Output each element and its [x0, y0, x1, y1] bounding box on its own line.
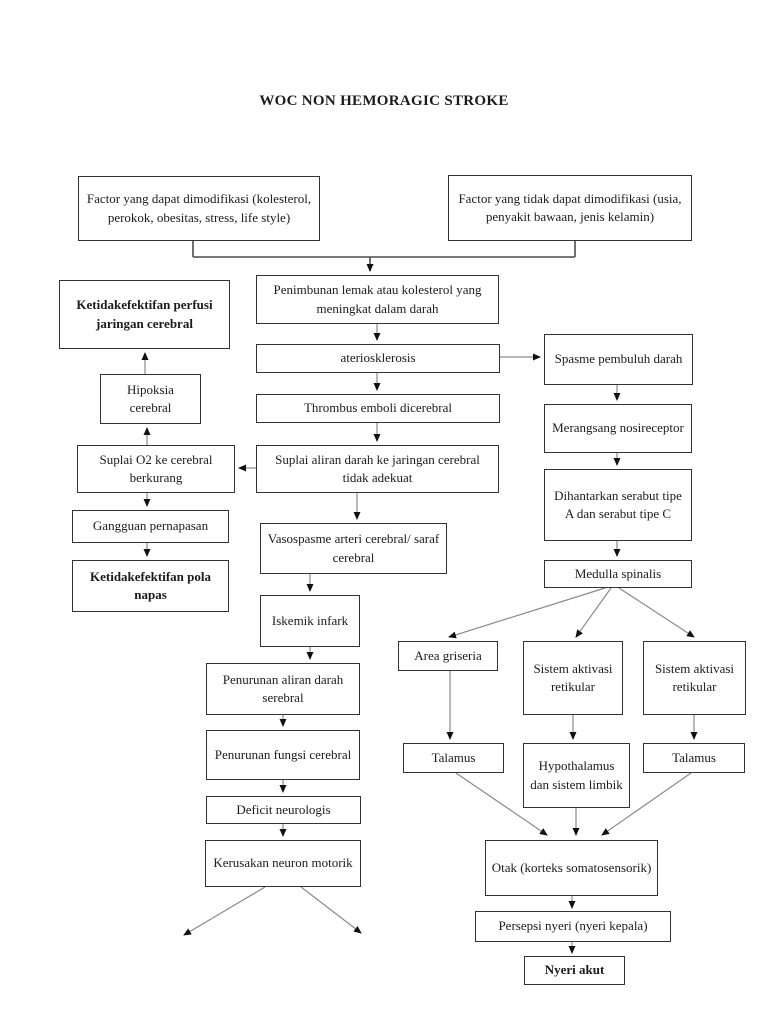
node-persepsi: Persepsi nyeri (nyeri kepala) — [475, 911, 671, 942]
node-suplai-darah: Suplai aliran darah ke jaringan cerebral… — [256, 445, 499, 493]
node-factor-modifiable: Factor yang dapat dimodifikasi (kolester… — [78, 176, 320, 241]
connectors — [141, 241, 698, 954]
node-penimbunan: Penimbunan lemak atau kolesterol yang me… — [256, 275, 499, 324]
node-talamus-1: Talamus — [403, 743, 504, 773]
node-gangguan: Gangguan pernapasan — [72, 510, 229, 543]
edge-talamus1-otak — [455, 772, 548, 836]
node-ateriosklerosis: ateriosklerosis — [256, 344, 500, 373]
node-hipoksia: Hipoksia cerebral — [100, 374, 201, 424]
node-kerusakan: Kerusakan neuron motorik — [205, 840, 361, 887]
node-perfusi: Ketidakefektifan perfusi jaringan cerebr… — [59, 280, 230, 349]
node-otak: Otak (korteks somatosensorik) — [485, 840, 658, 896]
node-medulla: Medulla spinalis — [544, 560, 692, 588]
node-thrombus: Thrombus emboli dicerebral — [256, 394, 500, 423]
node-suplai-o2: Suplai O2 ke cerebral berkurang — [77, 445, 235, 493]
node-area-griseria: Area griseria — [398, 641, 498, 671]
edge-kerusakan-offpage-right — [300, 886, 362, 934]
node-deficit: Deficit neurologis — [206, 796, 361, 824]
edge-medulla-area-griseria — [448, 587, 606, 639]
node-factor-nonmodifiable: Factor yang tidak dapat dimodifikasi (us… — [448, 175, 692, 241]
node-talamus-2: Talamus — [643, 743, 745, 773]
edge-talamus2-otak — [601, 772, 692, 836]
edge-kerusakan-offpage-left — [183, 886, 266, 936]
node-pola-napas: Ketidakefektifan pola napas — [72, 560, 229, 612]
node-merangsang: Merangsang nosireceptor — [544, 404, 692, 453]
node-spasme: Spasme pembuluh darah — [544, 334, 693, 385]
node-iskemik: Iskemik infark — [260, 595, 360, 647]
node-sistem-aktivasi-1: Sistem aktivasi retikular — [523, 641, 623, 715]
node-nyeri-akut: Nyeri akut — [524, 956, 625, 985]
node-dihantarkan: Dihantarkan serabut tipe A dan serabut t… — [544, 469, 692, 541]
node-penurunan-aliran: Penurunan aliran darah serebral — [206, 663, 360, 715]
edge-medulla-sistem-2 — [618, 587, 695, 638]
diagram-title: WOC NON HEMORAGIC STROKE — [259, 93, 509, 109]
node-penurunan-fungsi: Penurunan fungsi cerebral — [206, 730, 360, 780]
node-vasospasme: Vasospasme arteri cerebral/ saraf cerebr… — [260, 523, 447, 574]
edge-medulla-sistem-1 — [575, 587, 612, 638]
node-sistem-aktivasi-2: Sistem aktivasi retikular — [643, 641, 746, 715]
node-hypothalamus: Hypothalamus dan sistem limbik — [523, 743, 630, 808]
